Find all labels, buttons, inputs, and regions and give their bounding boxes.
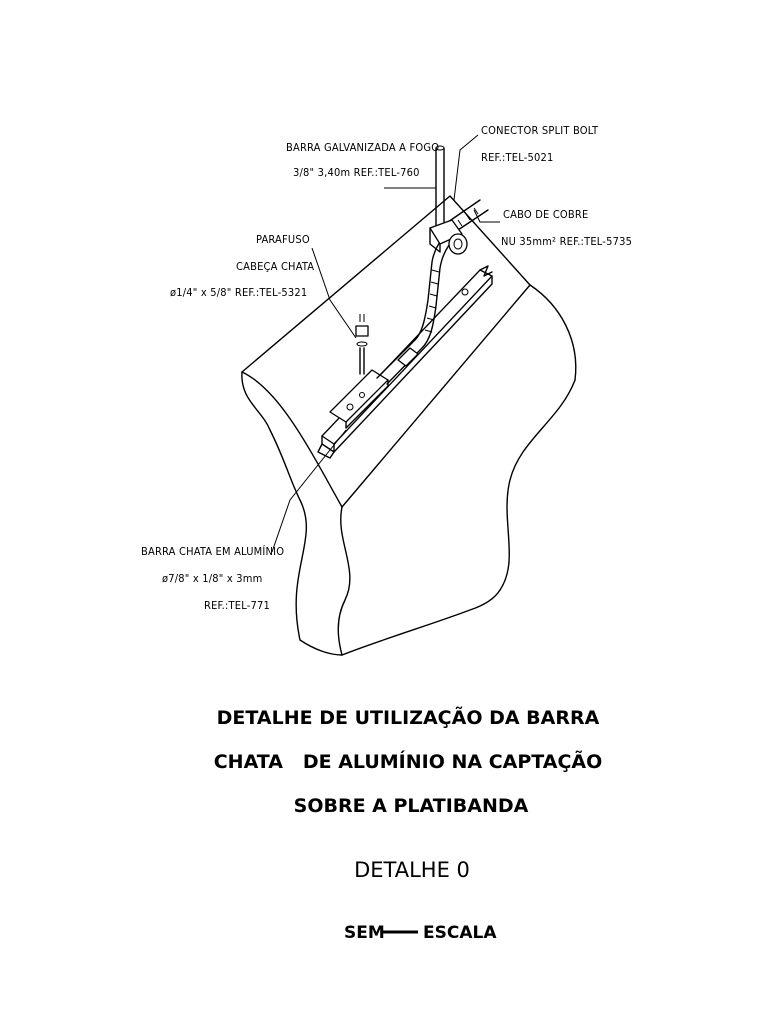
label-conector-line2: REF.:TEL-5021 — [481, 151, 554, 164]
title-line2: CHATA DE ALUMÍNIO NA CAPTAÇÃO — [214, 749, 603, 773]
leader-lines — [271, 134, 500, 553]
split-bolt-connector — [429, 219, 468, 255]
label-cabo-line1: CABO DE COBRE — [503, 208, 588, 221]
scale-left: SEM — [344, 923, 385, 943]
scale-right: ESCALA — [423, 923, 497, 943]
label-barra-chata-line3: REF.:TEL-771 — [204, 599, 270, 612]
parapet-block — [241, 195, 577, 656]
label-barra-chata-line1: BARRA CHATA EM ALUMÍNIO — [141, 545, 284, 558]
title-line1: DETALHE DE UTILIZAÇÃO DA BARRA — [217, 705, 600, 729]
label-barra-chata-line2: ø7/8" x 1/8" x 3mm — [162, 572, 262, 585]
label-barra-galvanizada-line2: 3/8" 3,40m REF.:TEL-760 — [293, 166, 420, 179]
detail-label: DETALHE 0 — [354, 858, 470, 882]
label-parafuso-line3: ø1/4" x 5/8" REF.:TEL-5321 — [170, 286, 307, 299]
title-line3: SOBRE A PLATIBANDA — [294, 795, 529, 817]
flat-head-screw — [355, 314, 369, 375]
label-barra-galvanizada-line1: BARRA GALVANIZADA A FOGO — [286, 141, 439, 154]
label-parafuso-line1: PARAFUSO — [256, 233, 310, 246]
label-parafuso-line2: CABEÇA CHATA — [236, 260, 314, 273]
label-conector-line1: CONECTOR SPLIT BOLT — [481, 124, 599, 137]
label-cabo-line2: NU 35mm² REF.:TEL-5735 — [501, 235, 632, 248]
galvanized-rod — [435, 145, 445, 233]
